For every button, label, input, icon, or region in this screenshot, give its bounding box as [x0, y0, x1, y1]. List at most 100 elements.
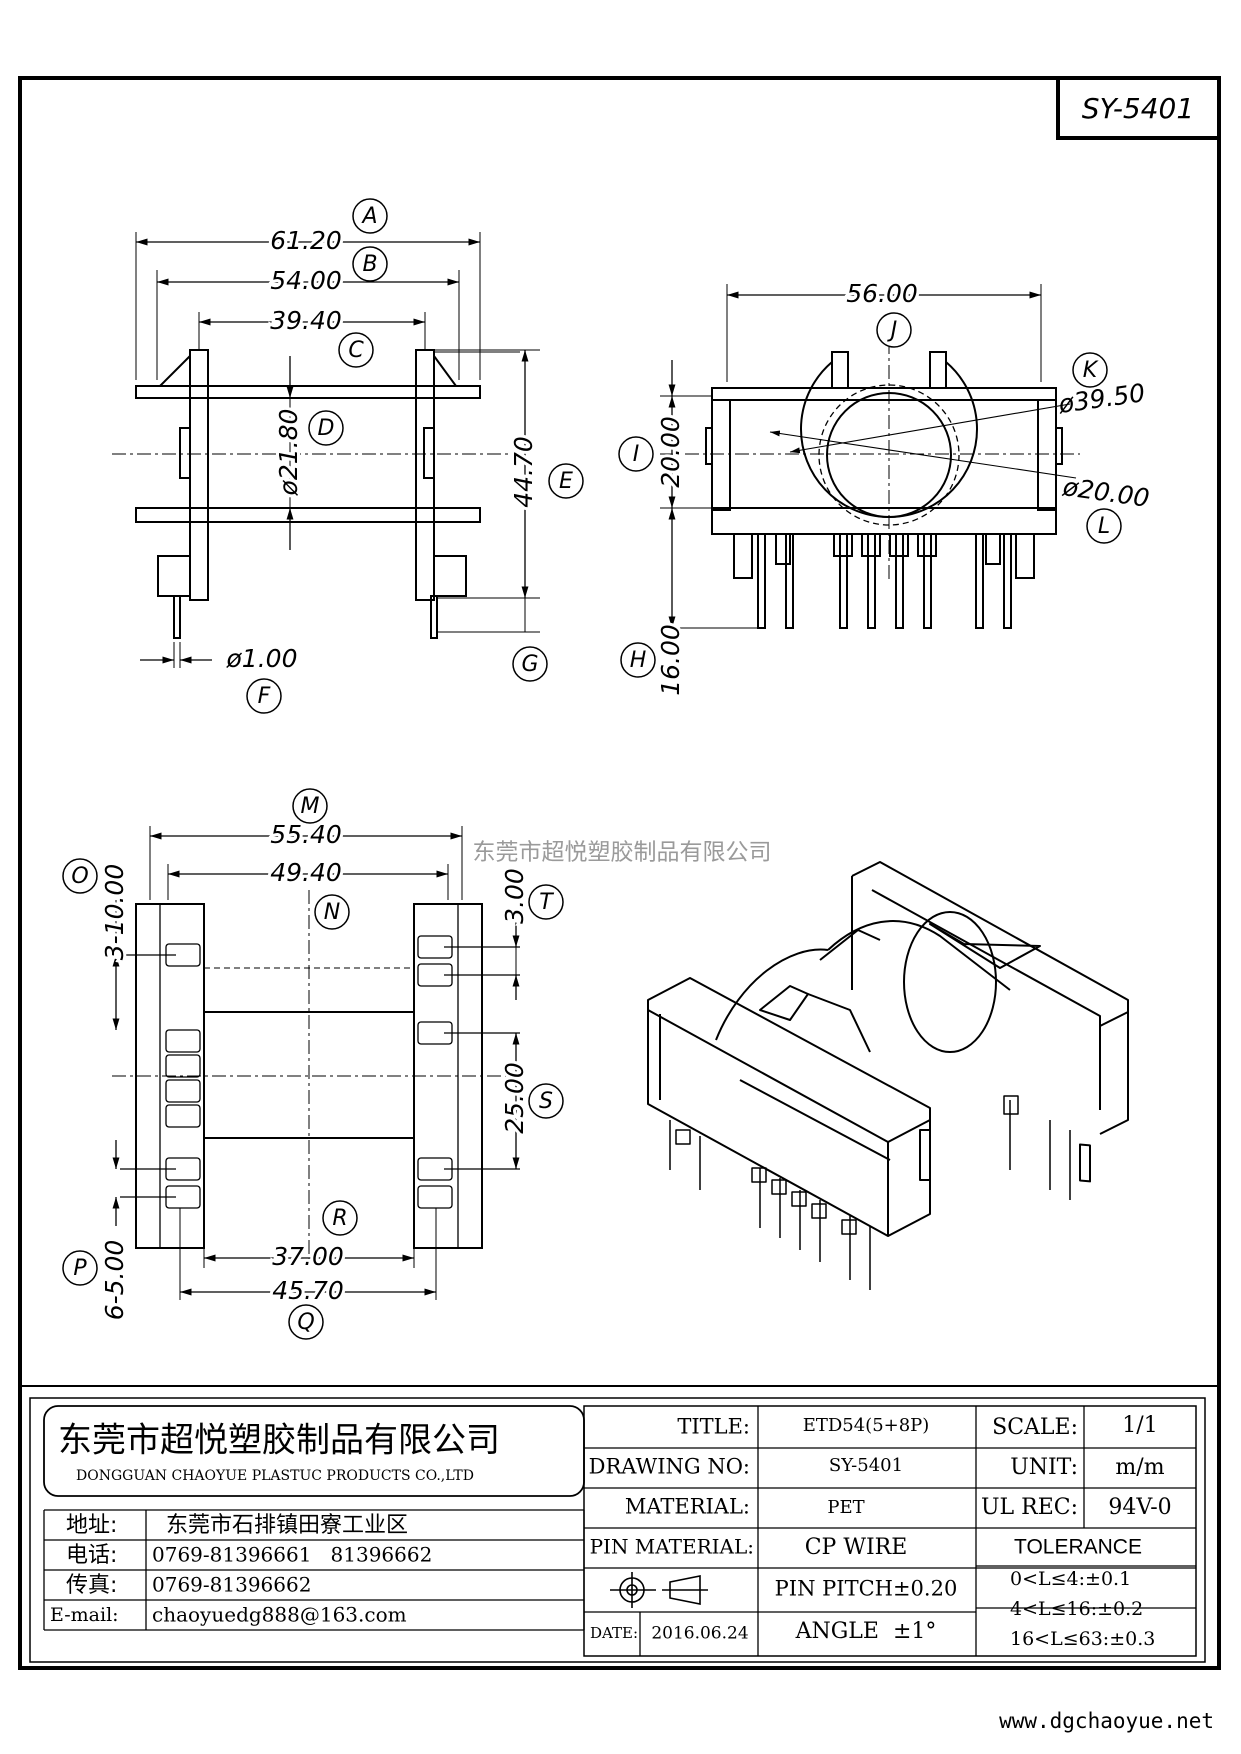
right-pin-row — [417, 935, 520, 1209]
svg-text:Q: Q — [297, 1310, 314, 1335]
svg-text:G: G — [521, 652, 538, 677]
top-rail — [135, 385, 481, 399]
callout-r: R — [322, 1200, 358, 1236]
dim-n-value: 49.40 — [270, 858, 342, 887]
email-value: chaoyuedg888@163.com — [152, 1603, 407, 1627]
drawing-no-value: SY-5401 — [829, 1455, 903, 1476]
fax-value: 0769-81396662 — [152, 1573, 311, 1597]
dim-t-value: 3.00 — [500, 868, 529, 924]
pin-right — [430, 595, 438, 639]
front-view — [112, 232, 540, 668]
svg-text:A: A — [360, 204, 377, 229]
unit-label: UNIT: — [1010, 1455, 1078, 1480]
callout-p: P — [62, 1250, 98, 1286]
isometric-view — [647, 861, 1129, 1290]
svg-text:N: N — [324, 900, 340, 925]
dim-b-value: 54.00 — [270, 266, 342, 295]
callout-e: E — [548, 463, 584, 499]
callout-k: K — [1072, 352, 1108, 388]
drawing-no-label: DRAWING NO: — [589, 1455, 750, 1479]
svg-text:C: C — [348, 338, 364, 363]
bottom-view — [112, 826, 520, 1300]
svg-text:B: B — [362, 252, 377, 277]
date-value: 2016.06.24 — [651, 1624, 748, 1644]
svg-text:J: J — [887, 318, 898, 343]
svg-text:D: D — [318, 416, 335, 441]
callout-l: L — [1086, 508, 1122, 544]
date-label: DATE: — [590, 1624, 638, 1642]
dim-r-value: 37.00 — [272, 1242, 344, 1271]
svg-text:O: O — [71, 864, 88, 889]
title-label: TITLE: — [677, 1415, 750, 1439]
side-base — [711, 507, 1057, 535]
callout-f: F — [246, 678, 282, 714]
dim-f-value: ø1.00 — [226, 644, 298, 673]
material-value: PET — [827, 1497, 864, 1518]
dim-m-value: 55.40 — [270, 820, 342, 849]
dim-p-value: 6-5.00 — [100, 1240, 129, 1321]
company-name-en: DONGGUAN CHAOYUE PLASTUC PRODUCTS CO.,LT… — [76, 1468, 474, 1484]
side-pins — [757, 533, 1012, 629]
angle-label: ANGLE ±1° — [795, 1619, 937, 1644]
callout-i: I — [618, 436, 654, 472]
dim-k-value: ø39.50 — [1056, 378, 1147, 419]
base-rail — [135, 507, 481, 523]
svg-text:T: T — [539, 890, 554, 915]
callout-j: J — [876, 312, 912, 348]
callout-t: T — [528, 884, 564, 920]
ul-label: UL REC: — [981, 1495, 1078, 1520]
tolerance-1: 0<L≤4:±0.1 — [1010, 1568, 1131, 1590]
title-value: ETD54(5+8P) — [803, 1415, 930, 1436]
side-top-rail — [711, 387, 1057, 401]
unit-value: m/m — [1115, 1455, 1164, 1480]
dim-l-value: ø20.00 — [1060, 472, 1151, 513]
pin-material-label: PIN MATERIAL: — [590, 1535, 754, 1559]
callout-o: O — [62, 858, 98, 894]
company-name-cn: 东莞市超悦塑胶制品有限公司 — [58, 1421, 500, 1461]
side-view — [660, 284, 1080, 629]
pin-material-value: CP WIRE — [805, 1535, 908, 1560]
dim-c-value: 39.40 — [270, 306, 342, 335]
material-label: MATERIAL: — [625, 1495, 750, 1519]
svg-text:K: K — [1083, 358, 1099, 383]
phone-value: 0769-81396661 81396662 — [152, 1543, 432, 1567]
svg-text:S: S — [539, 1089, 553, 1114]
pin-left — [173, 595, 181, 639]
dim-e-value: 44.70 — [509, 436, 538, 508]
email-label: E-mail: — [50, 1604, 119, 1626]
callout-a: A — [352, 198, 388, 234]
left-flange — [189, 349, 209, 601]
address-label: 地址: — [66, 1513, 117, 1538]
sheet-border — [18, 76, 1221, 1670]
tolerance-3: 16<L≤63:±0.3 — [1010, 1628, 1155, 1650]
dim-i-value: 20.00 — [656, 416, 685, 488]
title-block — [20, 1385, 1219, 1663]
svg-text:E: E — [559, 469, 573, 494]
ul-value: 94V-0 — [1108, 1495, 1171, 1520]
dim-q-value: 45.70 — [272, 1276, 344, 1305]
phone-label: 电话: — [66, 1543, 117, 1568]
svg-text:H: H — [630, 648, 647, 673]
callout-m: M — [292, 788, 328, 824]
part-code-box: SY-5401 — [1056, 76, 1221, 140]
callout-n: N — [314, 894, 350, 930]
fax-label: 传真: — [66, 1573, 117, 1598]
tolerance-2: 4<L≤16:±0.2 — [1010, 1598, 1143, 1620]
svg-text:M: M — [301, 794, 320, 819]
address-value: 东莞市石排镇田寮工业区 — [166, 1513, 408, 1538]
svg-text:P: P — [73, 1256, 87, 1281]
dim-j-value: 56.00 — [846, 279, 918, 308]
svg-text:L: L — [1098, 514, 1110, 539]
svg-text:R: R — [332, 1206, 347, 1231]
watermark-company: 东莞市超悦塑胶制品有限公司 — [473, 840, 772, 866]
dim-d-value: ø21.80 — [274, 409, 303, 497]
callout-d: D — [308, 410, 344, 446]
dim-s-value: 25.00 — [500, 1062, 529, 1134]
svg-text:F: F — [258, 684, 271, 709]
callout-g: G — [512, 646, 548, 682]
left-pin-row — [120, 943, 201, 1209]
scale-value: 1/1 — [1122, 1413, 1157, 1438]
callout-q: Q — [288, 1304, 324, 1340]
tolerance-label: TOLERANCE — [1014, 1536, 1142, 1559]
